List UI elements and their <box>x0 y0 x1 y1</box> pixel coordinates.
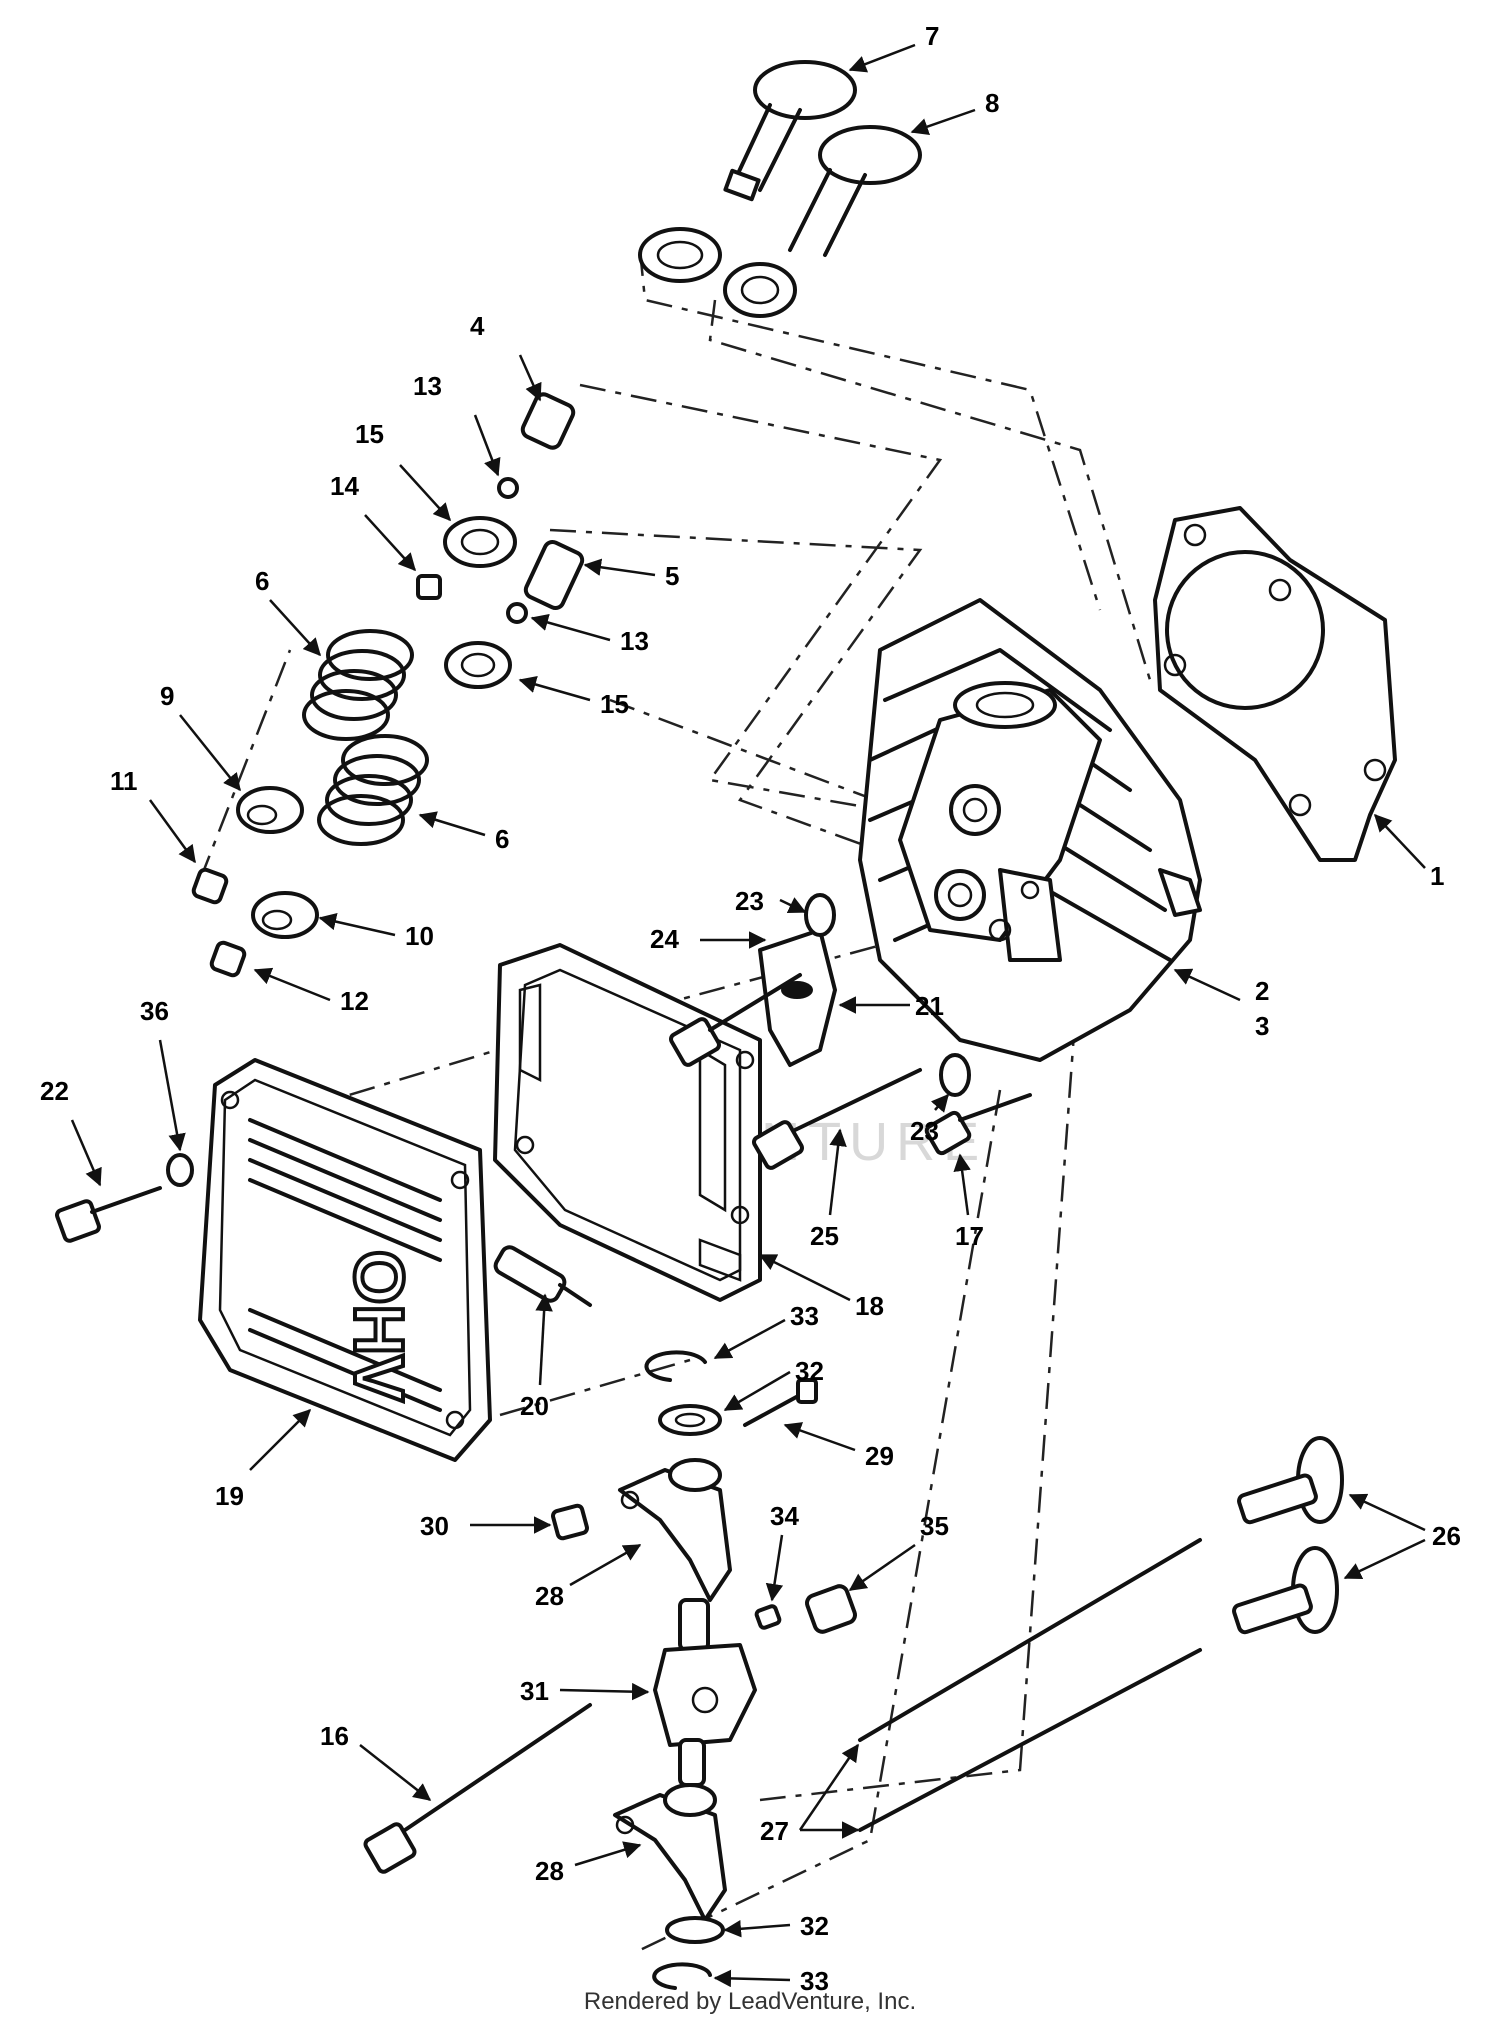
callout-31: 31 <box>520 1676 549 1706</box>
head-gasket-1 <box>1153 506 1397 862</box>
valve-guide-4 <box>520 392 576 450</box>
callout-34: 34 <box>770 1501 799 1531</box>
valve-seals <box>638 227 797 318</box>
callout-17: 17 <box>955 1221 984 1251</box>
callout-28: 28 <box>535 1581 564 1611</box>
callout-15: 15 <box>600 689 629 719</box>
callout-13: 13 <box>413 371 442 401</box>
callout-33: 33 <box>790 1301 819 1331</box>
pushrod-27-lower <box>858 1648 1202 1832</box>
callout-6: 6 <box>495 824 509 854</box>
rocker-arm-28-lower <box>613 1783 727 1922</box>
callout-3: 3 <box>1255 1011 1269 1041</box>
rocker-stud-16 <box>363 1703 592 1874</box>
guide-bushing-35 <box>805 1584 857 1634</box>
spring-retainer-10 <box>251 891 319 939</box>
washer-32-top <box>658 1404 722 1436</box>
valve-guide-5 <box>523 539 585 611</box>
tappet-26-upper <box>1237 1436 1344 1525</box>
callout-18: 18 <box>855 1291 884 1321</box>
callout-11: 11 <box>110 766 138 796</box>
callout-16: 16 <box>320 1721 349 1751</box>
callout-6: 6 <box>255 566 269 596</box>
bolt-22 <box>55 1186 162 1243</box>
valve-spring-6-lower <box>317 734 429 846</box>
ohv-emblem: OHV <box>340 1250 418 1402</box>
valve-spring-6-upper <box>302 629 414 741</box>
callout-arrows <box>70 43 1426 1988</box>
callout-21: 21 <box>915 991 944 1021</box>
callout-23: 23 <box>735 886 764 916</box>
callout-25: 25 <box>810 1221 839 1251</box>
washer-36 <box>166 1153 194 1187</box>
e-clip-33-lower <box>652 1962 712 1990</box>
seal-washer-15-lower <box>444 641 512 689</box>
bolt-24 <box>669 973 802 1067</box>
callout-10: 10 <box>405 921 434 951</box>
retainer-clip-13-lower <box>506 602 528 624</box>
bolt-25 <box>752 1068 922 1170</box>
callout-33: 33 <box>800 1966 829 1996</box>
callout-36: 36 <box>140 996 169 1026</box>
bolt-17 <box>924 1093 1032 1156</box>
callout-24: 24 <box>650 924 679 954</box>
breather-plate-21 <box>758 928 837 1067</box>
footer-credit: Rendered by LeadVenture, Inc. <box>583 1988 917 2015</box>
seal-washer-15-top <box>443 516 517 568</box>
e-clip-33-top <box>644 1350 707 1382</box>
callout-26: 26 <box>1432 1521 1461 1551</box>
keeper-12 <box>209 940 247 978</box>
washer-23-lower <box>939 1053 971 1097</box>
callout-20: 20 <box>520 1391 549 1421</box>
callout-4: 4 <box>470 311 485 341</box>
valve-cover-19: OHV <box>198 1058 492 1462</box>
callout-9: 9 <box>160 681 174 711</box>
callout-labels: 7 8 4 13 15 14 5 13 15 6 9 6 11 10 12 1 … <box>40 21 1461 1996</box>
pin-34 <box>754 1604 782 1630</box>
callout-2: 2 <box>1255 976 1269 1006</box>
callout-13: 13 <box>620 626 649 656</box>
spring-retainer-9 <box>236 786 304 834</box>
pushrod-27-upper <box>858 1538 1202 1742</box>
callout-7: 7 <box>925 21 939 51</box>
callout-30: 30 <box>420 1511 449 1541</box>
callout-35: 35 <box>920 1511 949 1541</box>
washer-23-top <box>804 893 836 937</box>
intake-valve-7 <box>723 60 857 202</box>
retainer-clip-13-top <box>497 477 519 499</box>
rocker-arm-28-upper <box>618 1458 732 1602</box>
callout-19: 19 <box>215 1481 244 1511</box>
callout-15: 15 <box>355 419 384 449</box>
exhaust-valve-8 <box>788 125 922 257</box>
callout-32: 32 <box>800 1911 829 1941</box>
cap-14 <box>416 574 442 600</box>
nut-30 <box>551 1503 589 1541</box>
callout-23: 23 <box>910 1116 939 1146</box>
breather-fitting-20 <box>493 1245 592 1307</box>
callout-28: 28 <box>535 1856 564 1886</box>
callout-1: 1 <box>1430 861 1444 891</box>
valve-cover-gasket-18 <box>493 943 762 1302</box>
callout-32: 32 <box>795 1356 824 1386</box>
callout-22: 22 <box>40 1076 69 1106</box>
callout-5: 5 <box>665 561 679 591</box>
callout-12: 12 <box>340 986 369 1016</box>
callout-8: 8 <box>985 88 999 118</box>
keeper-11 <box>191 867 229 905</box>
callout-14: 14 <box>330 471 359 501</box>
callout-29: 29 <box>865 1441 894 1471</box>
washer-32-lower <box>665 1916 725 1944</box>
rocker-shaft-support-31 <box>653 1598 757 1787</box>
callout-27: 27 <box>760 1816 789 1846</box>
tappet-26-lower <box>1232 1546 1339 1635</box>
cylinder-head-2 <box>858 598 1202 1062</box>
adjuster-screw-29 <box>743 1378 818 1427</box>
